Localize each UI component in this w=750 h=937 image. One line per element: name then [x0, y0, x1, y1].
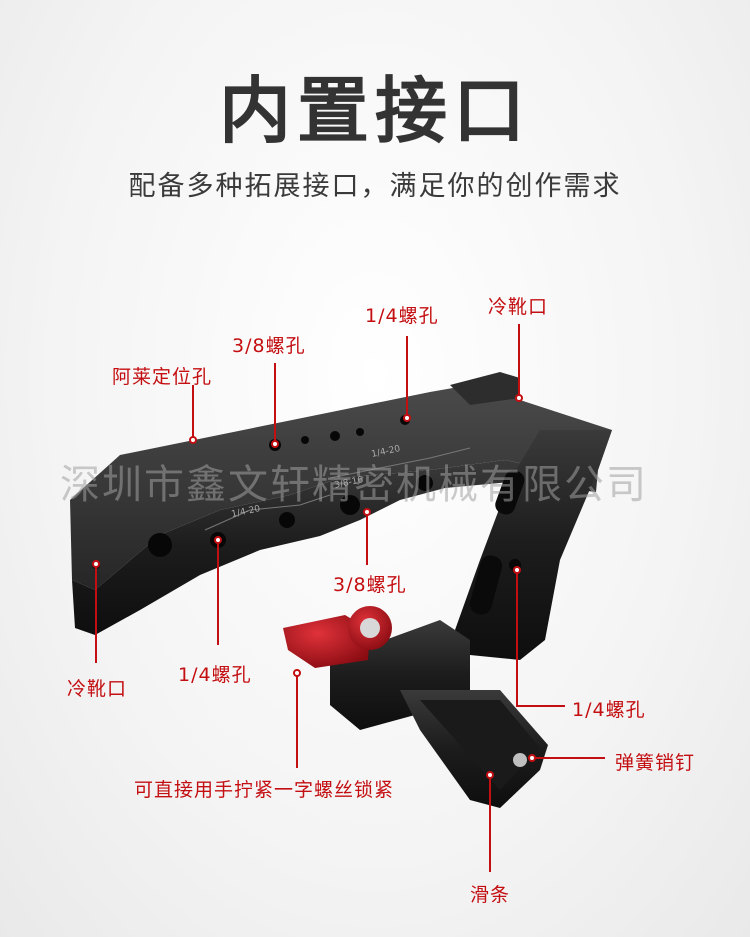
label-quarter-hole-right: 1/4螺孔	[572, 699, 646, 721]
label-thumb-screw: 可直接用手拧紧一字螺丝锁紧	[134, 779, 395, 801]
label-cold-shoe-top: 冷靴口	[488, 296, 549, 318]
label-cold-shoe-left: 冷靴口	[67, 678, 128, 700]
label-arri-locating: 阿莱定位孔	[112, 366, 213, 388]
label-38-hole-mid: 3/8螺孔	[333, 574, 407, 596]
page-title: 内置接口	[218, 69, 531, 153]
thumb-knob	[283, 606, 392, 668]
callout-lines	[95, 324, 605, 872]
page-subtitle: 配备多种拓展接口，满足你的创作需求	[128, 171, 622, 202]
label-spring-pin: 弹簧销钉	[615, 752, 696, 774]
label-38-hole-top: 3/8螺孔	[232, 335, 306, 357]
callout-dots	[92, 394, 536, 779]
handle-body	[70, 372, 612, 660]
label-quarter-hole-top: 1/4螺孔	[365, 305, 439, 327]
label-rail: 滑条	[470, 884, 511, 906]
label-quarter-hole-bottom: 1/4螺孔	[178, 664, 252, 686]
